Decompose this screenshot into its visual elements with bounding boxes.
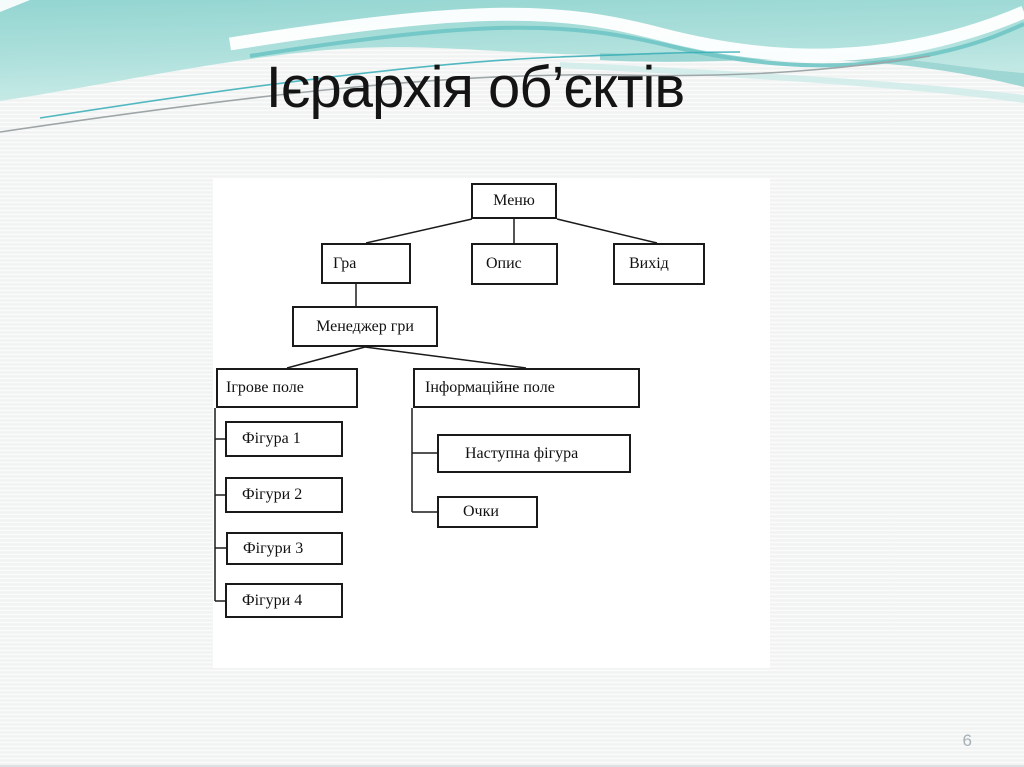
diagram-node-exit: Вихід: [613, 243, 705, 285]
diagram-node-next-figure: Наступна фігура: [437, 434, 631, 473]
diagram-node-figure-1: Фігура 1: [225, 421, 343, 457]
diagram-node-figure-2: Фігури 2: [225, 477, 343, 513]
page-title: Ієрархія об’єктів: [265, 55, 685, 120]
object-hierarchy-diagram: Меню Гра Опис Вихід Менеджер гри Ігрове …: [213, 178, 770, 668]
slide-bottom-border: [0, 765, 1024, 767]
diagram-connectors: [214, 218, 658, 602]
diagram-node-game-manager: Менеджер гри: [292, 306, 438, 347]
diagram-node-figure-3: Фігури 3: [226, 532, 343, 565]
diagram-node-score: Очки: [437, 496, 538, 528]
diagram-node-description: Опис: [471, 243, 558, 285]
diagram-node-info-field: Інформаційне поле: [413, 368, 640, 408]
diagram-node-menu: Меню: [471, 183, 557, 219]
diagram-node-figure-4: Фігури 4: [225, 583, 343, 618]
page-number: 6: [962, 731, 972, 750]
diagram-node-game: Гра: [321, 243, 411, 284]
diagram-node-game-field: Ігрове поле: [216, 368, 358, 408]
